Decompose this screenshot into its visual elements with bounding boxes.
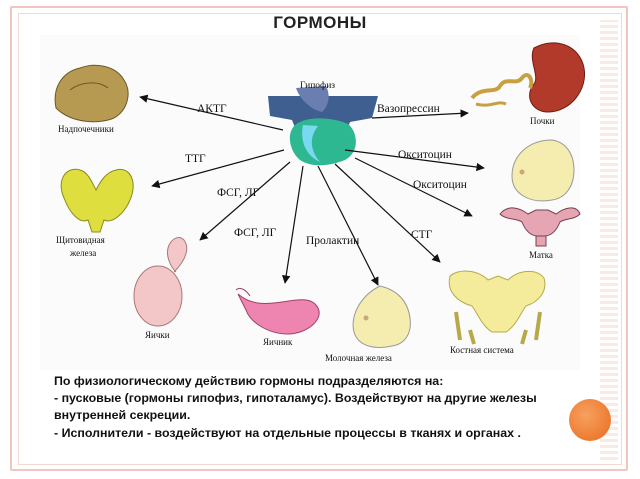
orange-circle-decoration: [569, 399, 611, 441]
arrow-oxytocin-1: [344, 149, 485, 172]
hormone-arrows: [139, 94, 485, 286]
description-line-2: - пусковые (гормоны гипофиз, гипоталамус…: [54, 391, 537, 406]
arrow-fsg-lg-2: [281, 165, 304, 284]
breast-icon-1: [511, 139, 575, 202]
description-line-3: внутренней секреции.: [54, 408, 191, 423]
organ-label-kidney: Почки: [530, 116, 555, 126]
organ-label-uterus: Матка: [529, 250, 553, 260]
organ-label-adrenal: Надпочечники: [58, 124, 114, 134]
organ-label-mammary: Молочная железа: [325, 353, 392, 363]
organ-label-testes: Яички: [145, 330, 170, 340]
hormone-label-oxytocin-2: Окситоцин: [413, 179, 467, 191]
pituitary-label: Гипофиз: [300, 80, 335, 91]
hormone-label-fsg-lg-2: ФСГ, ЛГ: [234, 227, 277, 239]
adrenal-icon: [54, 64, 129, 123]
hormone-label-actg: АКТГ: [197, 103, 227, 115]
arrow-oxytocin-2: [354, 157, 473, 217]
hormone-label-fsg-lg-1: ФСГ, ЛГ: [217, 187, 260, 199]
organ-label-ovary: Яичник: [263, 337, 293, 347]
organ-label-thyroid-1: Щитовидная: [56, 235, 105, 245]
description-line-4: - Исполнители - воздействуют на отдельны…: [54, 425, 521, 440]
skeleton-icon: [448, 270, 546, 345]
pituitary-icon: [268, 86, 378, 166]
arrow-fsg-lg-1: [199, 161, 291, 241]
arrow-vasopressin: [371, 109, 469, 119]
slide-frame: [10, 6, 628, 471]
arrow-ttg: [151, 149, 285, 189]
kidney-icon: [470, 42, 586, 113]
description-line-1: По физиологическому действию гормоны под…: [54, 374, 444, 388]
hormone-label-vasopressin: Вазопрессин: [377, 103, 440, 115]
arrow-stg: [334, 163, 441, 263]
arrow-prolactin: [317, 165, 379, 286]
hormone-label-oxytocin-1: Окситоцин: [398, 149, 452, 161]
hormone-label-ttg: ТТГ: [185, 153, 206, 165]
slide-title: ГОРМОНЫ: [273, 13, 367, 32]
hormone-label-stg: СТГ: [411, 229, 433, 241]
mammary-icon: [352, 285, 411, 348]
arrow-actg: [139, 94, 284, 131]
testes-icon: [133, 237, 188, 327]
hormone-label-prolactin: Пролактин: [306, 235, 359, 247]
slide-inner-frame: [18, 13, 622, 465]
thyroid-icon: [60, 168, 134, 233]
decorative-strip: [600, 20, 618, 460]
description-text: По физиологическому действию гормоны под…: [54, 373, 574, 442]
organ-label-thyroid-2: железа: [69, 248, 96, 258]
uterus-icon: [499, 207, 581, 247]
ovary-icon: [235, 287, 320, 335]
organ-label-bones: Костная система: [450, 345, 514, 355]
